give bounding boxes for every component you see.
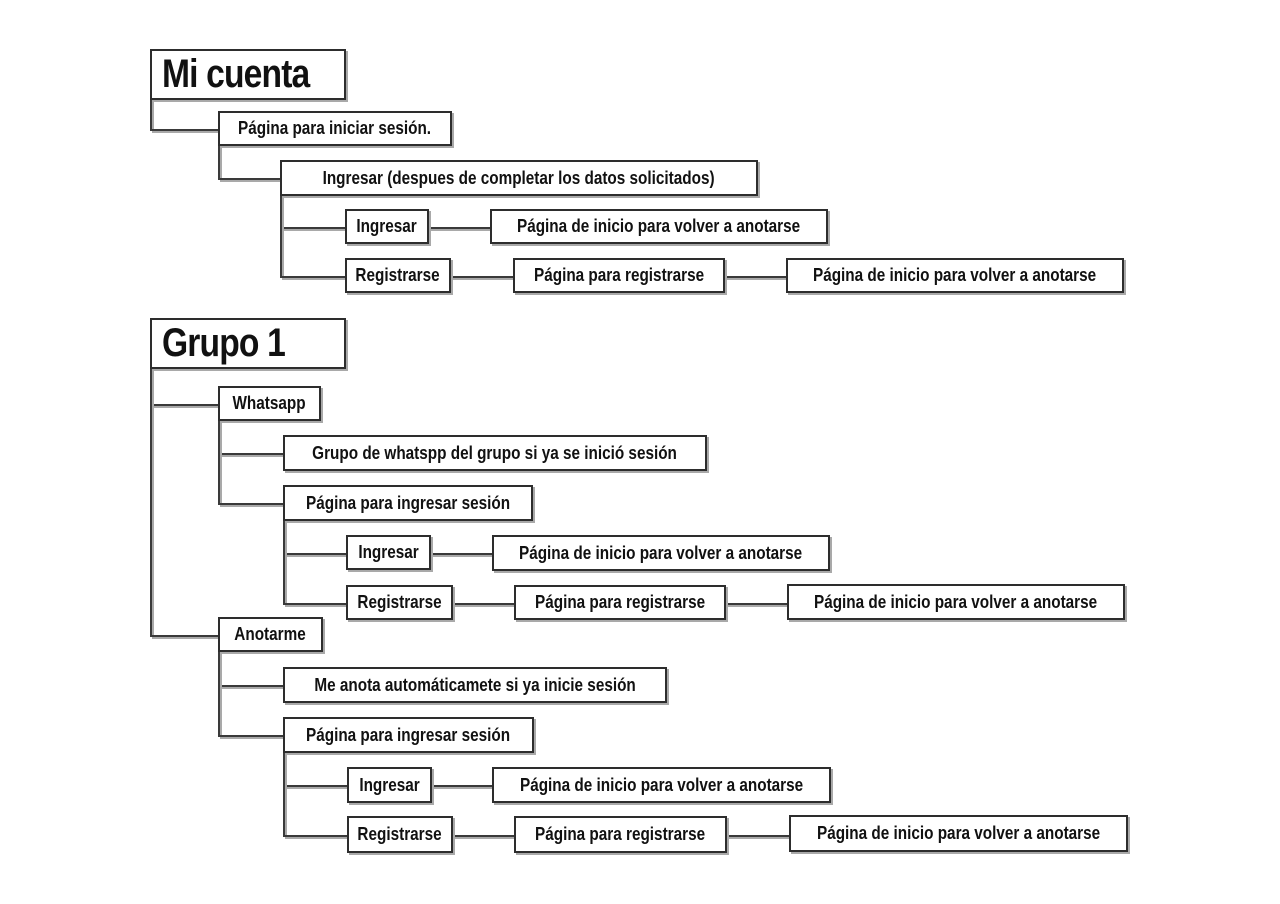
connector-horizontal [726,603,787,605]
node-grupo-whatsapp: Grupo de whatspp del grupo si ya se inic… [283,435,707,471]
connector-horizontal [283,603,346,605]
connector-vertical [283,753,285,837]
node-label: Página para registrarse [533,265,705,285]
node-label: Página para registrarse [535,824,706,844]
connector-vertical [283,521,285,605]
node-label: Página de inicio para volver a anotarse [519,542,803,563]
node-pagina-registrarse-1: Página para registrarse [513,258,725,293]
connector-horizontal [218,453,283,455]
node-pagina-iniciar-sesion: Página para iniciar sesión. [218,111,452,146]
node-mi-cuenta: Mi cuenta [150,49,346,100]
node-pagina-inicio-5: Página de inicio para volver a anotarse [492,767,831,803]
node-pagina-inicio-6: Página de inicio para volver a anotarse [789,815,1128,852]
node-ingresar-1: Ingresar [345,209,429,244]
node-label: Whatsapp [232,393,307,413]
connector-horizontal [431,553,492,555]
node-label: Página para iniciar sesión. [238,118,432,138]
connector-horizontal [218,503,283,505]
node-label: Registrarse [355,265,441,285]
connector-vertical [280,196,282,278]
connector-horizontal [725,276,786,278]
node-label: Página de inicio para volver a anotarse [814,591,1098,612]
node-label: Página para ingresar sesión [305,492,511,513]
node-label: Anotarme [234,624,307,644]
connector-horizontal [218,735,283,737]
node-label: Ingresar (despues de completar los datos… [323,167,715,188]
connector-vertical [150,100,152,131]
node-me-anota: Me anota automáticamete si ya inicie ses… [283,667,667,703]
node-pagina-registrarse-3: Página para registrarse [514,816,727,853]
node-label: Página de inicio para volver a anotarse [816,823,1101,843]
node-label: Página de inicio para volver a anotarse [813,265,1097,285]
node-label: Ingresar [358,542,419,562]
node-label: Registrarse [357,824,443,844]
node-ingresar-2: Ingresar [346,535,431,570]
connector-vertical [218,146,220,180]
node-pagina-inicio-2: Página de inicio para volver a anotarse [786,258,1124,293]
connector-horizontal [429,227,490,229]
node-label: Página para registrarse [534,592,706,612]
connector-horizontal [453,603,514,605]
connector-horizontal [432,785,492,787]
node-ingresar-despues: Ingresar (despues de completar los datos… [280,160,758,196]
connector-horizontal [150,404,218,406]
node-grupo-1: Grupo 1 [150,318,346,369]
node-label: Página de inicio para volver a anotarse [517,216,801,236]
node-label: Página de inicio para volver a anotarse [519,774,804,795]
connector-horizontal [280,227,345,229]
node-label: Página para ingresar sesión [306,724,511,745]
node-registrarse-3: Registrarse [347,816,453,853]
connector-horizontal [150,635,218,637]
node-pagina-inicio-3: Página de inicio para volver a anotarse [492,535,830,571]
connector-horizontal [453,835,514,837]
connector-horizontal [451,276,513,278]
node-ingresar-3: Ingresar [347,767,432,803]
connector-horizontal [283,835,347,837]
node-label: Grupo de whatspp del grupo si ya se inic… [312,442,678,463]
connector-horizontal [727,835,789,837]
node-pagina-registrarse-2: Página para registrarse [514,585,726,620]
node-pagina-ingresar-1: Página para ingresar sesión [283,485,533,521]
connector-vertical [218,421,220,505]
node-label: Registrarse [357,592,442,612]
node-pagina-inicio-1: Página de inicio para volver a anotarse [490,209,828,244]
connector-horizontal [283,553,346,555]
connector-horizontal [218,178,280,180]
connector-horizontal [218,685,283,687]
node-label: Ingresar [359,774,420,795]
node-label: Me anota automáticamete si ya inicie ses… [314,674,636,695]
node-label: Mi cuenta [162,52,310,96]
node-registrarse-2: Registrarse [346,585,453,620]
connector-vertical [150,369,152,637]
connector-horizontal [283,785,347,787]
node-whatsapp: Whatsapp [218,386,321,421]
connector-horizontal [150,129,218,131]
node-anotarme: Anotarme [218,617,323,652]
connector-vertical [218,652,220,737]
node-registrarse-1: Registrarse [345,258,451,293]
node-label: Grupo 1 [162,321,286,365]
connector-horizontal [280,276,345,278]
node-pagina-inicio-4: Página de inicio para volver a anotarse [787,584,1125,620]
node-pagina-ingresar-2: Página para ingresar sesión [283,717,534,753]
node-label: Ingresar [356,216,418,236]
